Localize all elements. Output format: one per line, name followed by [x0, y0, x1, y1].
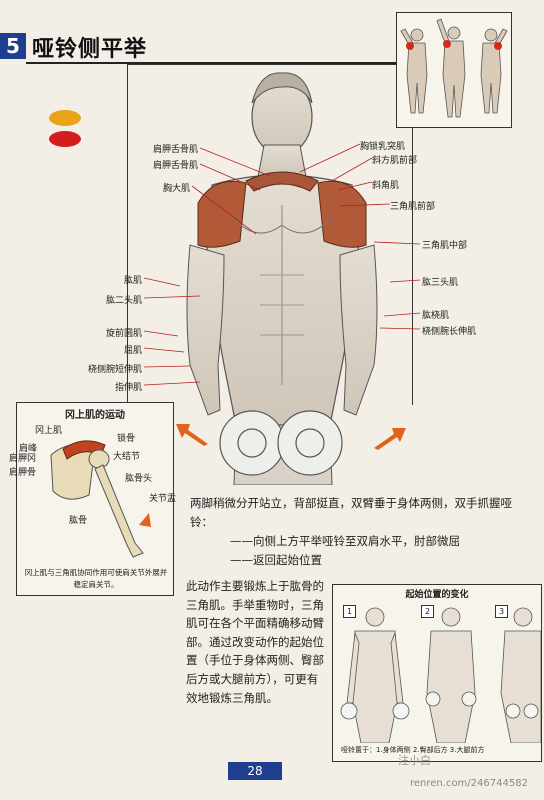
label-anterior-deltoid: 三角肌前部 — [390, 202, 436, 212]
label-brachialis: 肱肌 — [123, 276, 142, 286]
inset-label-spine-of-scapula: 肩胛冈 — [9, 454, 37, 464]
page-number: 28 — [228, 762, 282, 780]
frame-line-right — [412, 125, 413, 405]
start-positions-figures — [340, 607, 541, 743]
label-pectoralis-major: 胸大肌 — [162, 184, 190, 194]
label-extensor-digitorum: 指伸肌 — [114, 383, 142, 393]
label-sternocleidomastoid: 胸锁乳突肌 — [360, 142, 406, 152]
header-rule — [26, 62, 396, 64]
exercise-number: 5 — [0, 33, 26, 59]
frame-line-top — [127, 64, 397, 65]
label-omohyoid-2: 肩胛舌骨肌 — [152, 161, 198, 171]
label-extensor-carpi-radialis-longus: 桡侧腕长伸肌 — [422, 327, 477, 337]
inset-label-humeral-head: 肱骨头 — [125, 474, 153, 484]
start-positions-title: 起始位置的变化 — [405, 590, 469, 600]
label-omohyoid-1: 肩胛舌骨肌 — [152, 145, 198, 155]
inset-label-greater-tubercle: 大结节 — [113, 452, 141, 462]
position-number-1: 1 — [343, 605, 356, 618]
instructions-step2: ——返回起始位置 — [230, 553, 322, 567]
right-leader-lines — [299, 143, 421, 330]
start-positions-caption: 哑铃置于：1.身体两侧 2.臀部后方 3.大腿前方 — [341, 746, 485, 754]
description-paragraph: 此动作主要锻炼上于肱骨的三角肌。手举重物时，三角肌可在各个平面精确移动臂部。通过… — [186, 579, 324, 705]
watermark: 注小白 — [398, 754, 431, 767]
label-extensor-carpi-radialis-brevis: 桡侧腕短伸肌 — [87, 365, 142, 375]
red-oval-icon — [49, 131, 81, 147]
left-arrow-icon — [176, 420, 210, 450]
page-title: 哑铃侧平举 — [32, 37, 148, 62]
label-triceps: 肱三头肌 — [422, 278, 459, 288]
label-middle-deltoid: 三角肌中部 — [422, 241, 468, 251]
instructions: 两脚稍微分开站立，背部挺直，双臂垂于身体两侧，双手抓握哑铃： ——向侧上方平举哑… — [190, 494, 530, 570]
inset-label-clavicle: 锁骨 — [117, 434, 136, 444]
muscle-thumbnail — [396, 12, 512, 128]
instructions-step1: ——向侧上方平举哑铃至双肩水平，肘部微屈 — [230, 534, 460, 548]
inset-title: 冈上肌的运动 — [65, 410, 125, 421]
inset-label-glenoid: 关节盂 — [149, 494, 177, 504]
inset-label-scapula: 肩胛骨 — [9, 468, 37, 478]
frame-line-left — [127, 64, 128, 414]
inset-label-supraspinatus: 冈上肌 — [35, 426, 63, 436]
inset-label-humerus: 肱骨 — [69, 516, 88, 526]
start-positions-box: 起始位置的变化 1 2 3 哑铃置于：1.身体两侧 2.臀部后方 3.大腿前方 — [332, 584, 542, 762]
left-leader-lines — [143, 147, 271, 386]
inset-caption: 冈上肌与三角肌协同作用可使肩关节外展并稳定肩关节。 — [24, 568, 168, 589]
position-number-2: 2 — [421, 605, 434, 618]
label-biceps: 肱二头肌 — [105, 296, 142, 306]
yellow-oval-icon — [49, 110, 81, 126]
inset-label-acromion: 肩峰 — [19, 444, 38, 454]
label-scalene: 斜角肌 — [372, 181, 400, 191]
anatomy-figure — [160, 65, 410, 486]
shoulder-bone-illustration — [50, 440, 151, 558]
right-arrow-icon — [372, 424, 406, 454]
instructions-intro: 两脚稍微分开站立，背部挺直，双臂垂于身体两侧，双手抓握哑铃： — [190, 496, 512, 529]
source-url: renren.com/246744582 — [410, 778, 528, 789]
label-pronator-teres: 旋前圆肌 — [105, 329, 142, 339]
label-upper-trapezius: 斜方肌前部 — [372, 156, 418, 166]
position-number-3: 3 — [495, 605, 508, 618]
supraspinatus-inset: 冈上肌的运动 冈上肌 锁骨 肩峰 大结节 肱骨头 关节盂 肩胛冈 肩胛骨 肱骨 … — [9, 402, 177, 596]
label-flexors: 屈肌 — [123, 346, 142, 356]
label-brachioradialis: 肱桡肌 — [422, 311, 450, 321]
